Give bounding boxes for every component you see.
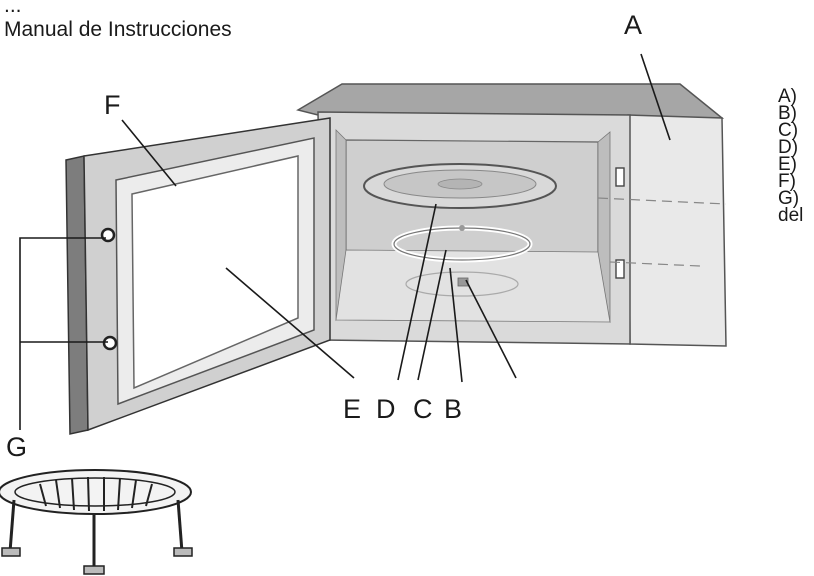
dashed-guide-upper bbox=[597, 197, 727, 205]
leader-f bbox=[121, 119, 177, 187]
legend-item: G) bbox=[778, 188, 800, 209]
glass-tray bbox=[363, 163, 557, 209]
turntable-shaft bbox=[405, 271, 519, 297]
header-line-manual-title: Manual de Instrucciones bbox=[4, 18, 232, 41]
microwave-body bbox=[296, 83, 727, 347]
leader-a bbox=[640, 53, 671, 141]
legend-item: B) bbox=[778, 103, 797, 124]
door bbox=[65, 117, 331, 435]
legend-item: F) bbox=[778, 171, 796, 192]
page-header: ... Manual de Instrucciones bbox=[4, 0, 232, 42]
leader-d bbox=[397, 203, 437, 381]
label-c: C bbox=[413, 394, 433, 424]
legend-item: del bbox=[778, 205, 804, 226]
door-window-glass bbox=[131, 155, 299, 390]
leader-b-extra bbox=[465, 279, 517, 379]
leader-c bbox=[417, 249, 447, 381]
label-f: F bbox=[104, 90, 121, 120]
legend-item: D) bbox=[778, 137, 799, 158]
cavity-floor bbox=[335, 249, 611, 323]
label-b: B bbox=[444, 394, 462, 424]
roller-ring bbox=[391, 225, 533, 263]
leader-b bbox=[449, 267, 463, 383]
label-a: A bbox=[624, 10, 642, 40]
latch-hole-upper bbox=[615, 167, 625, 187]
parts-legend: A) B) C) D) E) F) G) del bbox=[778, 86, 804, 226]
roller-support-illustration bbox=[0, 469, 193, 575]
leader-e bbox=[225, 267, 355, 379]
legend-item: E) bbox=[778, 154, 797, 175]
label-d: D bbox=[376, 394, 396, 424]
label-g: G bbox=[6, 432, 27, 462]
door-latch-lower bbox=[102, 335, 118, 351]
latch-hole-lower bbox=[615, 259, 625, 279]
label-e: E bbox=[343, 394, 361, 424]
leader-g bbox=[19, 237, 108, 430]
header-line-partial: ... bbox=[4, 0, 22, 17]
door-latch-upper bbox=[100, 227, 116, 243]
legend-item: A) bbox=[778, 86, 797, 107]
leader-lines bbox=[19, 53, 671, 430]
legend-item: C) bbox=[778, 120, 799, 141]
control-panel bbox=[627, 114, 727, 347]
